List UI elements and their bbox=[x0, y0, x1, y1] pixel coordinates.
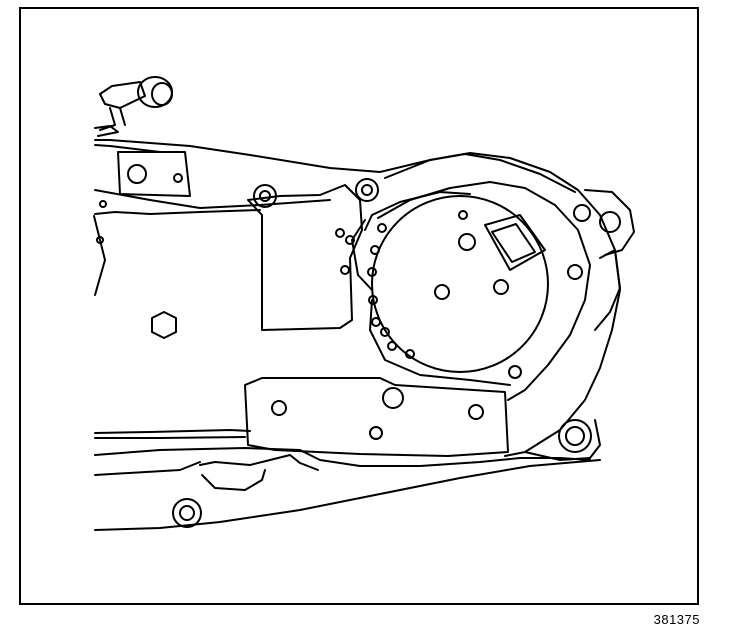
illustration-frame bbox=[19, 7, 699, 605]
sector-gear-housing bbox=[364, 152, 621, 457]
lower-rails bbox=[94, 429, 601, 531]
gear-tooth-holes bbox=[367, 223, 415, 359]
figure-number: 381375 bbox=[653, 612, 700, 627]
mounting-bracket bbox=[117, 151, 191, 197]
upper-arm bbox=[94, 139, 576, 215]
lower-plate bbox=[244, 377, 601, 461]
pivot-ear bbox=[584, 189, 635, 331]
main-plate bbox=[93, 178, 379, 331]
sector-gear-disc bbox=[351, 195, 591, 386]
hex-bolts bbox=[151, 311, 177, 339]
cable-fitting bbox=[94, 76, 173, 137]
